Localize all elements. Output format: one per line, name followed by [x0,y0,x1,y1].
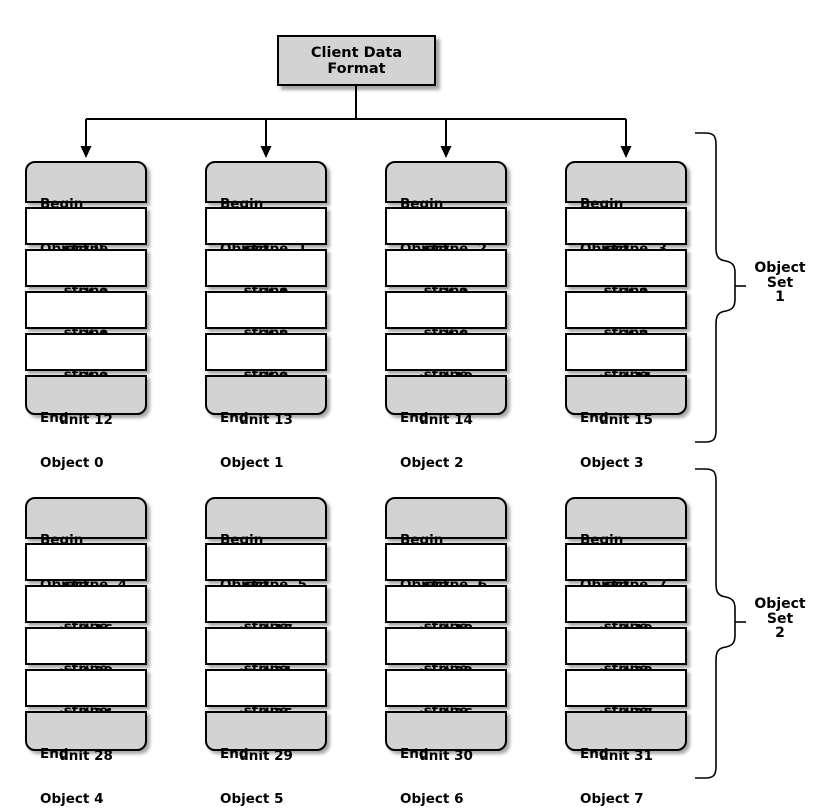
begin-object-2: Begin Object 2 [385,161,507,257]
stripe-unit-17: stripe unit 17 [205,543,327,638]
end-object-7: End Object 7 [565,711,687,807]
end-label: End [580,746,609,762]
stripe-unit-13: stripe unit 13 [205,333,327,428]
stripe-unit-26: stripe unit 26 [385,627,507,722]
object-6-column: Begin Object 6 stripe unit 18 stripe uni… [385,497,507,807]
stripe-unit-18: stripe unit 18 [385,543,507,638]
begin-object-7: Begin Object 7 [565,497,687,593]
object-set-2-label: Object Set 2 [754,596,806,641]
stripe-unit-27: stripe unit 27 [565,627,687,722]
object-number: Object 4 [40,791,104,807]
stripe-unit-5: stripe unit 5 [205,249,327,344]
end-label: End [400,410,429,426]
stripe-unit-14: stripe unit 14 [385,333,507,428]
end-label: End [220,746,249,762]
end-object-1: End Object 1 [205,375,327,471]
begin-object-4: Begin Object 4 [25,497,147,593]
stripe-unit-6: stripe unit 6 [385,249,507,344]
end-object-0: End Object 0 [25,375,147,471]
stripe-unit-7: stripe unit 7 [565,249,687,344]
arrowhead-icon [80,146,632,158]
end-label: End [580,410,609,426]
end-object-2: End Object 2 [385,375,507,471]
stripe-unit-21: stripe unit 21 [205,585,327,680]
begin-object-6: Begin Object 6 [385,497,507,593]
stripe-unit-20: stripe unit 20 [25,585,147,680]
end-object-3: End Object 3 [565,375,687,471]
object-number: Object 7 [580,791,644,807]
object-number: Object 2 [400,455,464,471]
object-4-column: Begin Object 4 stripe unit 16 stripe uni… [25,497,147,807]
object-3-column: Begin Object 3 stripe unit 3 stripe unit… [565,161,687,471]
stripe-unit-2: stripe unit 2 [385,207,507,302]
stripe-unit-29: stripe unit 29 [205,669,327,764]
object-number: Object 6 [400,791,464,807]
stripe-unit-10: stripe unit 10 [385,291,507,386]
end-object-6: End Object 6 [385,711,507,807]
stripe-unit-11: stripe unit 11 [565,291,687,386]
title-line-1: Client Data [310,45,403,61]
object-set-1-label: Object Set 1 [754,260,806,305]
object-number: Object 3 [580,455,644,471]
stripe-unit-31: stripe unit 31 [565,669,687,764]
object-2-column: Begin Object 2 stripe unit 2 stripe unit… [385,161,507,471]
stripe-unit-30: stripe unit 30 [385,669,507,764]
stripe-unit-8: stripe unit 8 [25,291,147,386]
end-object-4: End Object 4 [25,711,147,807]
client-data-format-node: Client Data Format [277,35,436,86]
object-5-column: Begin Object 5 stripe unit 17 stripe uni… [205,497,327,807]
end-label: End [40,746,69,762]
stripe-unit-28: stripe unit 28 [25,669,147,764]
end-object-5: End Object 5 [205,711,327,807]
stripe-unit-23: stripe unit 23 [565,585,687,680]
begin-object-0: Begin Object 0 [25,161,147,257]
stripe-unit-16: stripe unit 16 [25,543,147,638]
begin-object-5: Begin Object 5 [205,497,327,593]
end-label: End [40,410,69,426]
stripe-unit-24: stripe unit 24 [25,627,147,722]
tree-edges [85,86,627,147]
begin-object-1: Begin Object 1 [205,161,327,257]
object-number: Object 5 [220,791,284,807]
object-0-column: Begin Object 0 stripe unit 0 stripe unit… [25,161,147,471]
begin-object-3: Begin Object 3 [565,161,687,257]
object-number: Object 1 [220,455,284,471]
end-label: End [220,410,249,426]
brace-set-1 [695,132,746,443]
stripe-unit-19: stripe unit 19 [565,543,687,638]
stripe-unit-3: stripe unit 3 [565,207,687,302]
title-line-2: Format [327,61,386,77]
brace-set-2 [695,468,746,779]
end-label: End [400,746,429,762]
stripe-unit-0: stripe unit 0 [25,207,147,302]
stripe-unit-22: stripe unit 22 [385,585,507,680]
stripe-unit-12: stripe unit 12 [25,333,147,428]
object-7-column: Begin Object 7 stripe unit 19 stripe uni… [565,497,687,807]
stripe-unit-4: stripe unit 4 [25,249,147,344]
object-number: Object 0 [40,455,104,471]
stripe-unit-15: stripe unit 15 [565,333,687,428]
object-1-column: Begin Object 1 stripe unit 1 stripe unit… [205,161,327,471]
stripe-unit-25: stripe unit 25 [205,627,327,722]
stripe-unit-9: stripe unit 9 [205,291,327,386]
stripe-unit-1: stripe unit 1 [205,207,327,302]
